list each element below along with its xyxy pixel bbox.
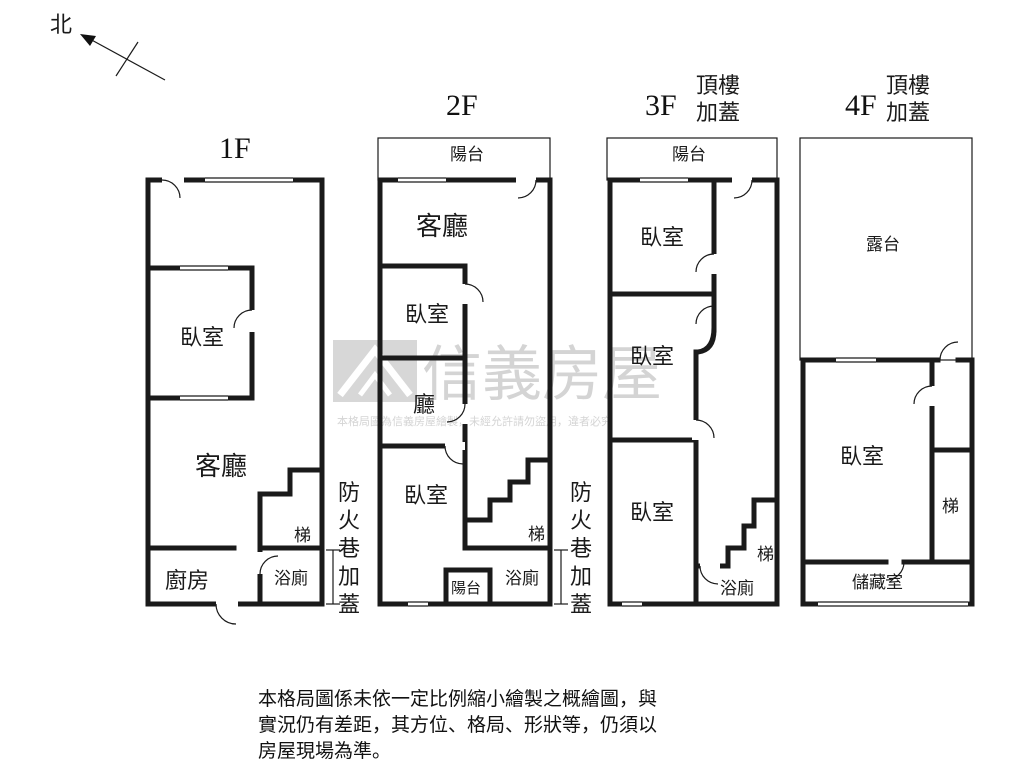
fire-lane-dimension-1 (326, 549, 340, 605)
floor-label-3f: 3F (645, 89, 677, 122)
room-4f-stairs: 梯 (942, 497, 959, 517)
room-3f-bedroom-1: 臥室 (640, 226, 684, 251)
disclaimer-line-2: 實況仍有差距，其方位、格局、形狀等，仍須以 (258, 714, 658, 736)
watermark: 信義房屋 本格局圖為信義房屋繪製，未經允許請勿盜用，違者必究 (333, 340, 662, 428)
room-2f-bedroom-1: 臥室 (405, 303, 449, 328)
north-arrow-icon (80, 34, 166, 81)
floor-4f-suffix-1: 頂樓 (886, 74, 930, 99)
fire-lane-1-char-5: 蓋 (338, 593, 360, 618)
room-2f-bedroom-2: 臥室 (404, 484, 448, 509)
plan-3f (606, 137, 780, 608)
fire-lane-1-char-1: 防 (338, 481, 360, 506)
plan-1f (145, 176, 325, 625)
fire-lane-dimension-2 (554, 549, 568, 605)
room-1f-kitchen: 廚房 (165, 569, 209, 594)
room-4f-bedroom: 臥室 (840, 445, 884, 470)
fire-lane-1-char-2: 火 (338, 509, 360, 534)
fire-lane-2-char-3: 巷 (570, 537, 592, 562)
room-3f-stairs: 梯 (757, 545, 774, 565)
floor-label-1f: 1F (219, 132, 251, 165)
room-2f-living: 客廳 (416, 212, 468, 242)
room-4f-terrace: 露台 (866, 235, 900, 255)
room-3f-bath: 浴廁 (720, 578, 754, 599)
room-4f-storage: 儲藏室 (852, 573, 903, 593)
room-2f-hall: 廳 (413, 393, 435, 418)
disclaimer-line-1: 本格局圖係未依一定比例縮小繪製之概繪圖，與 (258, 688, 658, 710)
disclaimer-note: 本格局圖係未依一定比例縮小繪製之概繪圖，與 實況仍有差距，其方位、格局、形狀等，… (258, 686, 778, 764)
room-1f-living: 客廳 (195, 452, 247, 482)
floor-4f-suffix-2: 加蓋 (886, 101, 930, 126)
fire-lane-2-char-4: 加 (570, 565, 592, 590)
fire-lane-2-char-1: 防 (570, 481, 592, 506)
plan-2f (377, 137, 553, 608)
room-1f-stairs: 梯 (294, 526, 311, 546)
room-3f-bedroom-3: 臥室 (630, 501, 674, 526)
floor-3f-suffix-1: 頂樓 (696, 74, 740, 99)
plan-4f (799, 137, 975, 608)
fire-lane-2-char-2: 火 (570, 509, 592, 534)
room-1f-bedroom: 臥室 (180, 326, 224, 351)
watermark-notice: 本格局圖為信義房屋繪製，未經允許請勿盜用，違者必究 (337, 414, 612, 428)
fire-lane-1-char-3: 巷 (338, 537, 360, 562)
compass-label: 北 (50, 13, 72, 38)
watermark-brand: 信義房屋 (422, 340, 662, 410)
room-2f-balcony-small: 陽台 (451, 579, 481, 597)
fire-lane-2-char-5: 蓋 (570, 593, 592, 618)
room-1f-bath: 浴廁 (274, 568, 308, 589)
room-2f-balcony-top: 陽台 (450, 145, 484, 165)
floor-3f-suffix-2: 加蓋 (696, 101, 740, 126)
room-3f-balcony-top: 陽台 (672, 145, 706, 165)
room-2f-stairs: 梯 (528, 525, 545, 545)
room-3f-bedroom-2: 臥室 (630, 345, 674, 370)
floor-label-2f: 2F (446, 89, 478, 122)
brand-logo-icon (333, 340, 417, 402)
disclaimer-line-3: 房屋現場為準。 (258, 740, 392, 762)
floor-label-4f: 4F (845, 89, 877, 122)
fire-lane-1-char-4: 加 (338, 565, 360, 590)
room-2f-bath: 浴廁 (505, 568, 539, 589)
